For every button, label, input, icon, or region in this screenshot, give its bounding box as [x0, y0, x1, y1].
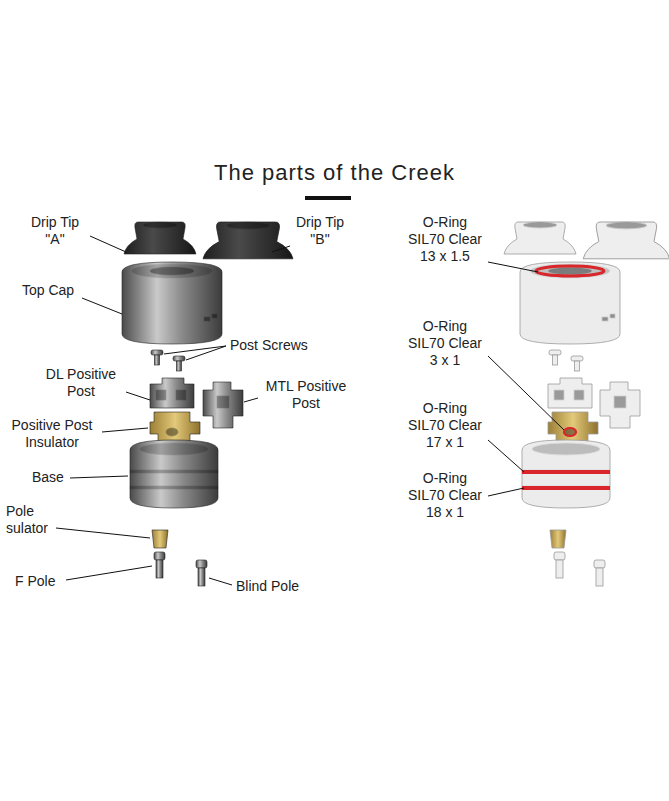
left-parts — [122, 222, 293, 586]
part-label: MTL Positive Post — [260, 378, 352, 412]
part-label: F Pole — [15, 573, 75, 590]
right-parts — [504, 222, 669, 586]
part-label: Post Screws — [230, 337, 325, 354]
part-label: Drip Tip "A" — [20, 214, 90, 248]
part-label: Pole sulator — [6, 503, 64, 537]
part-label: Top Cap — [22, 282, 92, 299]
part-label: O-Ring SIL70 Clear 17 x 1 — [405, 400, 485, 451]
part-label: O-Ring SIL70 Clear 13 x 1.5 — [405, 214, 485, 265]
title-underline — [305, 196, 351, 200]
diagram-title: The parts of the Creek — [0, 160, 669, 186]
part-label: O-Ring SIL70 Clear 3 x 1 — [405, 318, 485, 369]
part-label: Base — [32, 469, 82, 486]
o-rings — [522, 266, 610, 490]
part-label: Drip Tip "B" — [285, 214, 355, 248]
leader-lines — [56, 236, 564, 585]
part-label: DL Positive Post — [38, 366, 124, 400]
part-label: O-Ring SIL70 Clear 18 x 1 — [405, 470, 485, 521]
part-label: Positive Post Insulator — [4, 417, 100, 451]
part-label: Blind Pole — [236, 578, 326, 595]
